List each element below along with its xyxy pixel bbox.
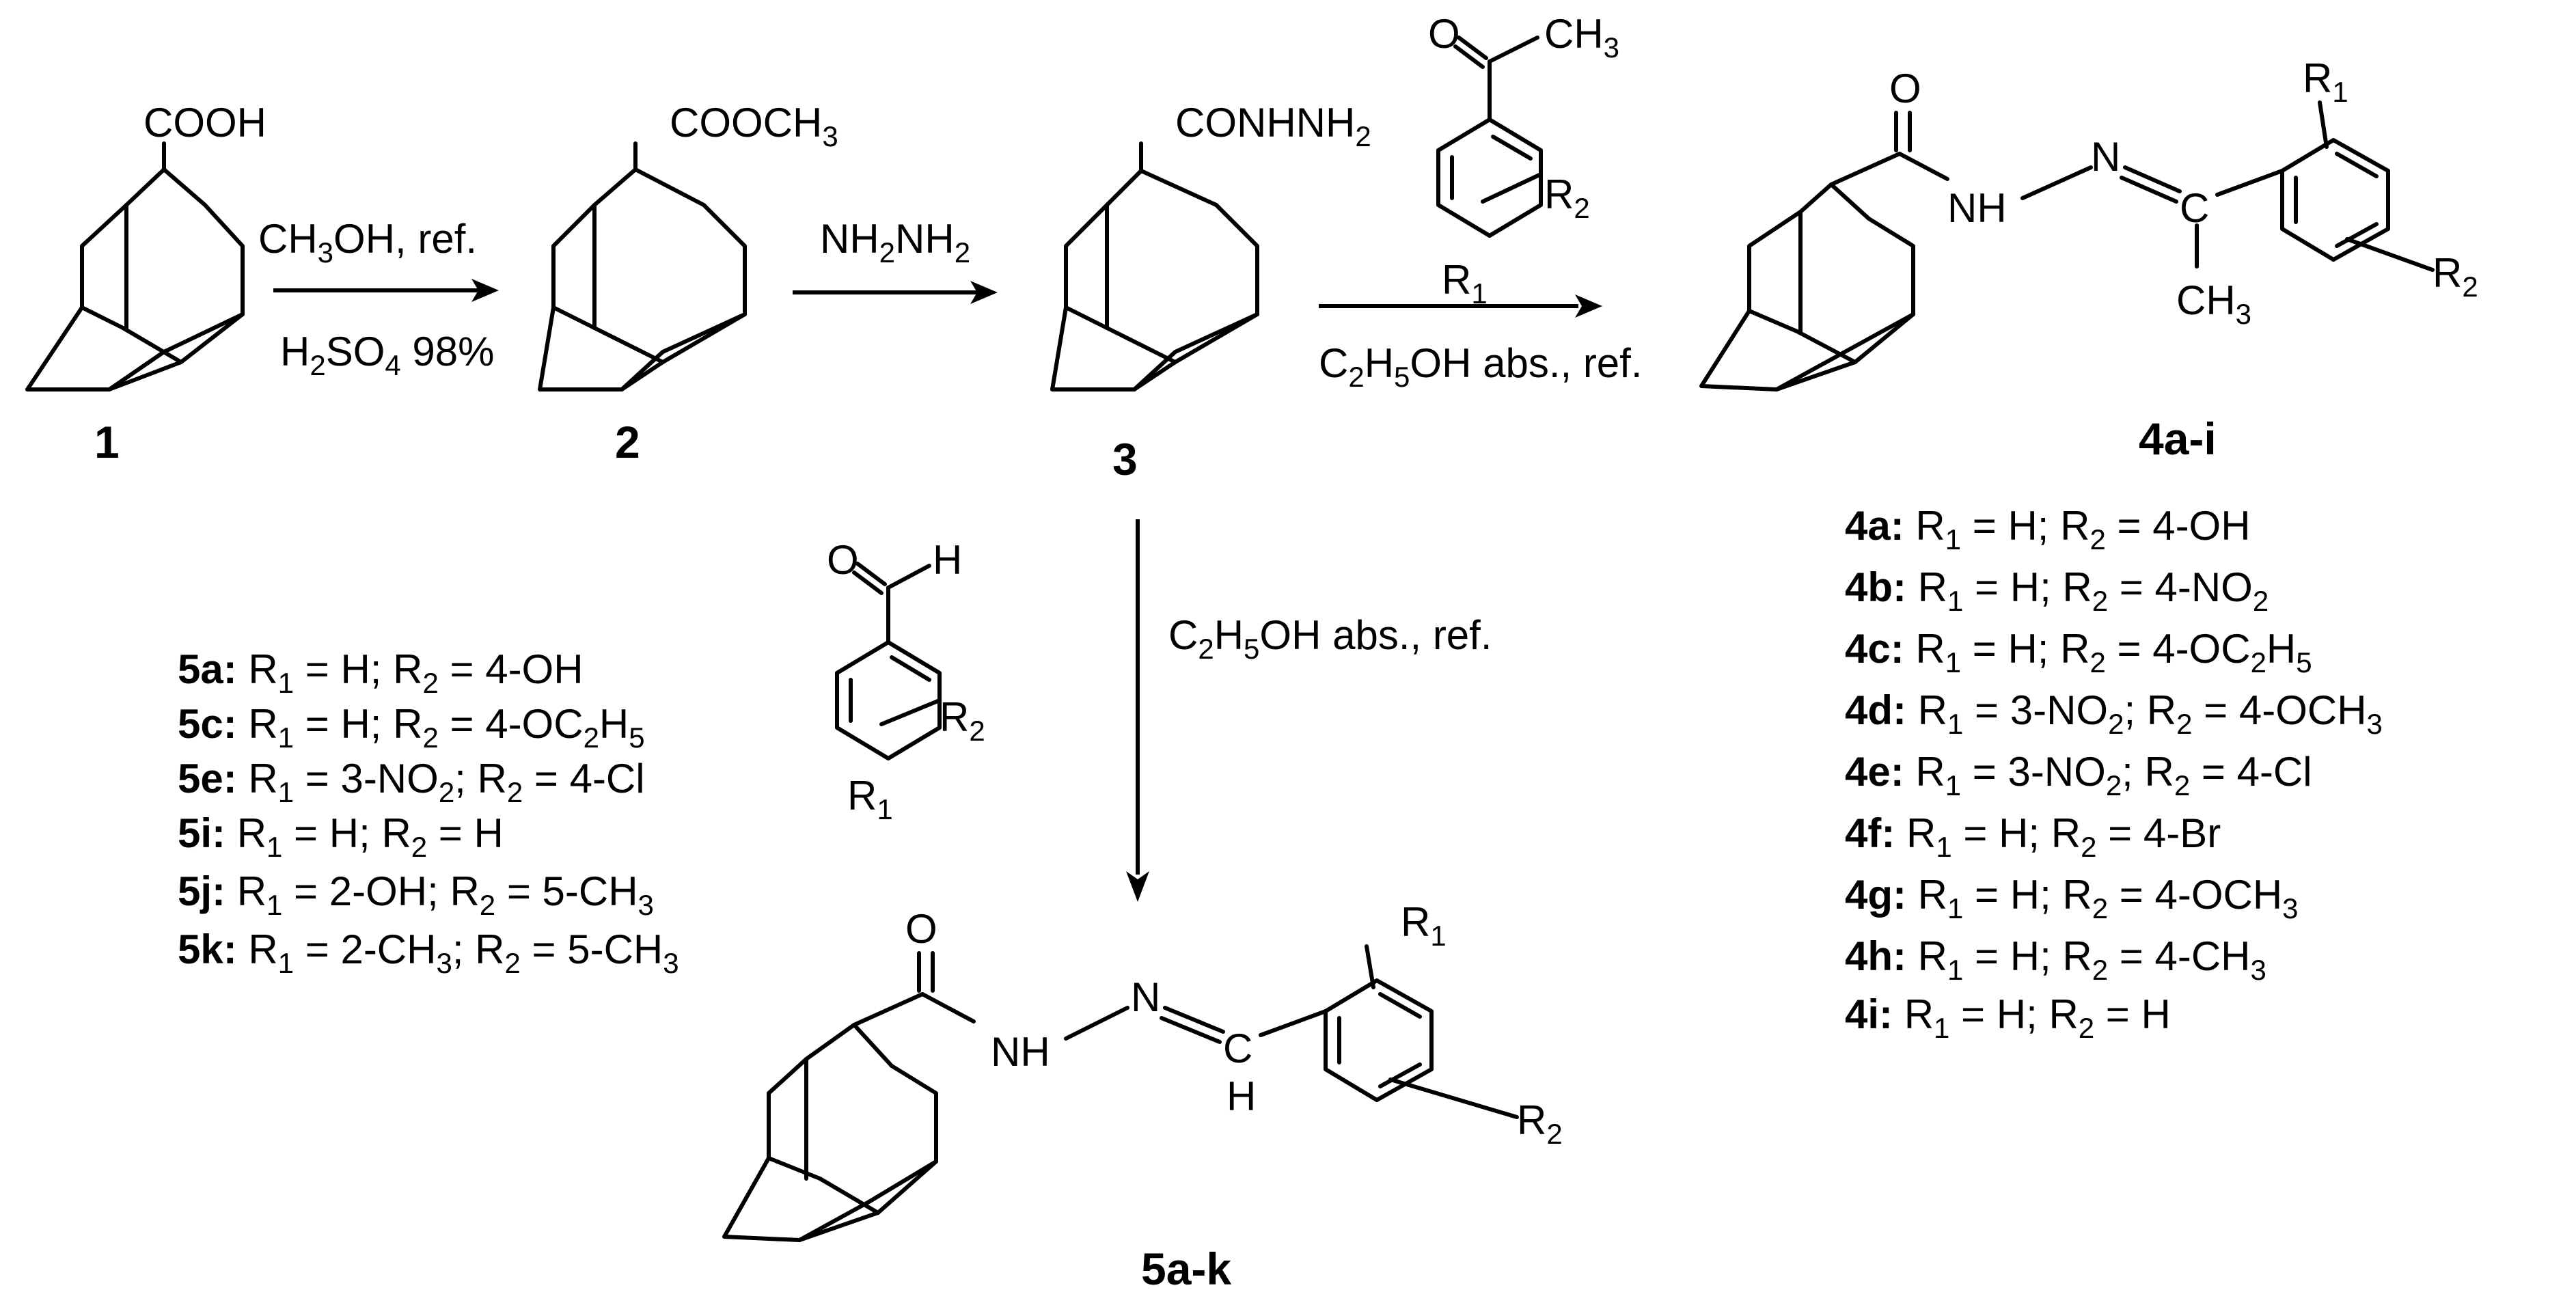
svg-text:R1: R1: [2303, 55, 2348, 108]
adamantane-4: [1699, 182, 1915, 392]
benzaldehyde-reagent: O H R2 R1: [827, 537, 985, 825]
compound-4-label: 4a-i: [2139, 413, 2217, 464]
substituent-list-5: 5a: R1 = H; R2 = 4-OH 5c: R1 = H; R2 = 4…: [178, 646, 679, 979]
reagent-step3-bottom: C2H5OH abs., ref.: [1319, 340, 1643, 393]
svg-text:O: O: [1428, 11, 1460, 57]
svg-text:N: N: [2091, 134, 2120, 180]
svg-text:O: O: [827, 537, 859, 583]
reagent-step1-top: CH3OH, ref.: [258, 216, 477, 269]
group-conhnh2: CONHNH2: [1175, 100, 1371, 152]
svg-text:5c: R1 = H; R2 = 4-OC2H5: 5c: R1 = H; R2 = 4-OC2H5: [178, 701, 645, 754]
svg-text:C: C: [1223, 1026, 1252, 1071]
svg-text:NH: NH: [1947, 185, 2007, 231]
svg-text:5j: R1 = 2-OH; R2 = 5-CH3: 5j: R1 = 2-OH; R2 = 5-CH3: [178, 868, 654, 921]
hydrazone-chain-5: O NH N C H R1 R2: [852, 899, 1563, 1150]
group-cooch3: COOCH3: [670, 100, 838, 152]
svg-text:4g: R1 = H; R2 = 4-OCH3: 4g: R1 = H; R2 = 4-OCH3: [1845, 872, 2299, 924]
svg-text:N: N: [1131, 974, 1160, 1020]
svg-text:CH3: CH3: [1544, 11, 1619, 64]
compound-2-label: 2: [615, 417, 640, 467]
svg-text:5i: R1 = H; R2 = H: 5i: R1 = H; R2 = H: [178, 810, 504, 863]
acetophenone-reagent: O CH3 R2 R1: [1428, 11, 1619, 310]
svg-text:4d: R1 = 3-NO2; R2 = 4-OCH3: 4d: R1 = 3-NO2; R2 = 4-OCH3: [1845, 687, 2383, 740]
substituent-list-4: 4a: R1 = H; R2 = 4-OH 4b: R1 = H; R2 = 4…: [1845, 503, 2383, 1044]
svg-text:R1: R1: [847, 773, 893, 825]
svg-text:5k: R1 = 2-CH3; R2 = 5-CH3: 5k: R1 = 2-CH3; R2 = 5-CH3: [178, 926, 679, 979]
svg-text:4c: R1 = H; R2 = 4-OC2H5: 4c: R1 = H; R2 = 4-OC2H5: [1845, 626, 2312, 678]
svg-text:H: H: [933, 537, 962, 583]
svg-text:H: H: [1227, 1073, 1256, 1119]
svg-text:4a: R1 = H; R2 = 4-OH: 4a: R1 = H; R2 = 4-OH: [1845, 503, 2251, 555]
svg-text:R2: R2: [940, 694, 985, 747]
svg-text:R2: R2: [2433, 250, 2478, 303]
adamantane-3: [1050, 141, 1259, 392]
hydrazone-chain-4: O NH N C CH3 R1 R2: [1829, 55, 2478, 330]
svg-text:5e: R1 = 3-NO2; R2 = 4-Cl: 5e: R1 = 3-NO2; R2 = 4-Cl: [178, 756, 645, 808]
adamantane-1: [25, 141, 245, 392]
svg-text:4e: R1 = 3-NO2; R2 = 4-Cl: 4e: R1 = 3-NO2; R2 = 4-Cl: [1845, 749, 2312, 801]
svg-text:NH: NH: [991, 1029, 1050, 1075]
svg-text:C: C: [2180, 185, 2209, 231]
svg-text:R2: R2: [1544, 171, 1590, 224]
compound-5-label: 5a-k: [1141, 1244, 1231, 1294]
svg-text:O: O: [1889, 66, 1921, 111]
svg-text:O: O: [905, 906, 937, 952]
adamantane-5: [722, 1023, 938, 1242]
svg-text:4h: R1 = H; R2 = 4-CH3: 4h: R1 = H; R2 = 4-CH3: [1845, 933, 2266, 986]
compound-3-label: 3: [1112, 434, 1138, 484]
svg-text:R1: R1: [1401, 899, 1447, 952]
svg-text:4f: R1 = H; R2 = 4-Br: 4f: R1 = H; R2 = 4-Br: [1845, 810, 2221, 863]
group-cooh: COOH: [143, 100, 266, 146]
adamantane-2: [538, 141, 747, 392]
svg-text:R1: R1: [1442, 257, 1488, 310]
svg-text:4b: R1 = H; R2 = 4-NO2: 4b: R1 = H; R2 = 4-NO2: [1845, 564, 2269, 617]
svg-text:CH3: CH3: [2176, 277, 2251, 330]
svg-text:R2: R2: [1517, 1097, 1563, 1150]
svg-text:5a: R1 = H; R2 = 4-OH: 5a: R1 = H; R2 = 4-OH: [178, 646, 584, 699]
svg-text:4i: R1 = H; R2 = H: 4i: R1 = H; R2 = H: [1845, 991, 2171, 1044]
reagent-step2-top: NH2NH2: [820, 216, 970, 269]
reagent-step4-right: C2H5OH abs., ref.: [1168, 612, 1492, 665]
reagent-step1-bottom: H2SO4 98%: [280, 329, 495, 381]
compound-1-label: 1: [94, 417, 120, 467]
